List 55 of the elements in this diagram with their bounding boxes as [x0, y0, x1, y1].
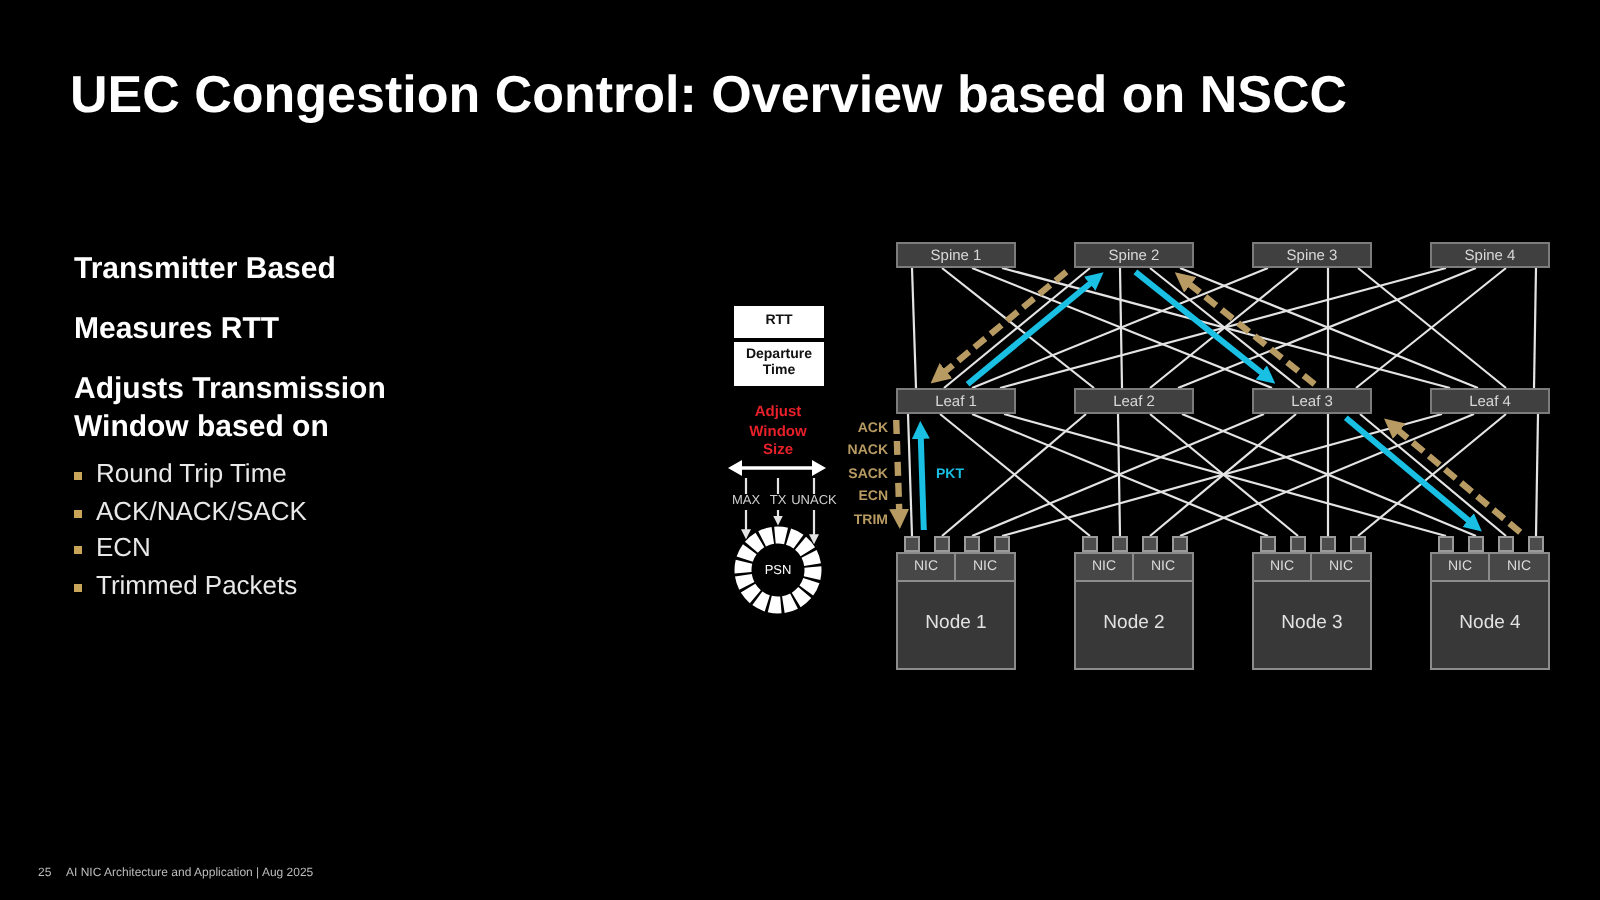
- port-icon: [1112, 536, 1128, 552]
- arrow: [809, 510, 819, 545]
- port-icon: [1350, 536, 1366, 552]
- node-name: Node 4: [1459, 612, 1521, 634]
- bullet-text: Trimmed Packets: [96, 569, 298, 601]
- link-line: [744, 478, 748, 494]
- port-icon: [1468, 536, 1484, 552]
- arrow: [773, 510, 783, 526]
- link-line: [776, 478, 780, 494]
- compute-node: [1252, 552, 1372, 670]
- port-icon: [1528, 536, 1544, 552]
- link-line: [1534, 414, 1540, 536]
- dashed-arrow: [1174, 272, 1317, 387]
- port-icon: [1172, 536, 1188, 552]
- bullet-text: ECN: [96, 532, 151, 564]
- port-icon: [964, 536, 980, 552]
- link-line: [906, 413, 914, 537]
- node-name: Node 1: [925, 612, 987, 634]
- link-line: [910, 267, 918, 389]
- compute-node: [896, 552, 1016, 670]
- link-line: [1326, 414, 1330, 536]
- port-icon: [904, 536, 920, 552]
- compute-node: [1074, 552, 1194, 670]
- port-icon: [1142, 536, 1158, 552]
- port-icon: [1082, 536, 1098, 552]
- heading-text: Transmitter Based: [74, 250, 336, 288]
- bullet-text: Round Trip Time: [96, 458, 287, 490]
- port-icon: [934, 536, 950, 552]
- bullet-text: ACK/NACK/SACK: [96, 495, 307, 527]
- link-line: [1326, 268, 1330, 388]
- port-icon: [1290, 536, 1306, 552]
- link-line: [1118, 268, 1124, 388]
- thick-arrow: [1343, 415, 1482, 532]
- heading-text: Adjusts Transmission Window based on: [74, 370, 388, 446]
- thick-arrow: [911, 420, 930, 531]
- port-icon: [1498, 536, 1514, 552]
- port-icon: [1260, 536, 1276, 552]
- range-bar: [728, 458, 826, 478]
- thick-arrow: [1133, 269, 1276, 384]
- compute-node: [1430, 552, 1550, 670]
- thick-arrow: [965, 272, 1104, 387]
- heading-text: Measures RTT: [74, 310, 280, 348]
- link-line: [1532, 268, 1538, 388]
- node-name: Node 3: [1281, 612, 1343, 634]
- port-icon: [1438, 536, 1454, 552]
- link-line: [812, 478, 816, 494]
- slide-title: UEC Congestion Control: Overview based on NSCC: [70, 64, 1348, 124]
- port-icon: [994, 536, 1010, 552]
- port-icon: [1320, 536, 1336, 552]
- dashed-arrow: [1384, 418, 1523, 535]
- dashed-arrow: [930, 269, 1069, 384]
- arrow: [741, 510, 751, 540]
- dashed-arrow: [889, 419, 910, 529]
- node-name: Node 2: [1103, 612, 1165, 634]
- link-line: [1116, 414, 1122, 536]
